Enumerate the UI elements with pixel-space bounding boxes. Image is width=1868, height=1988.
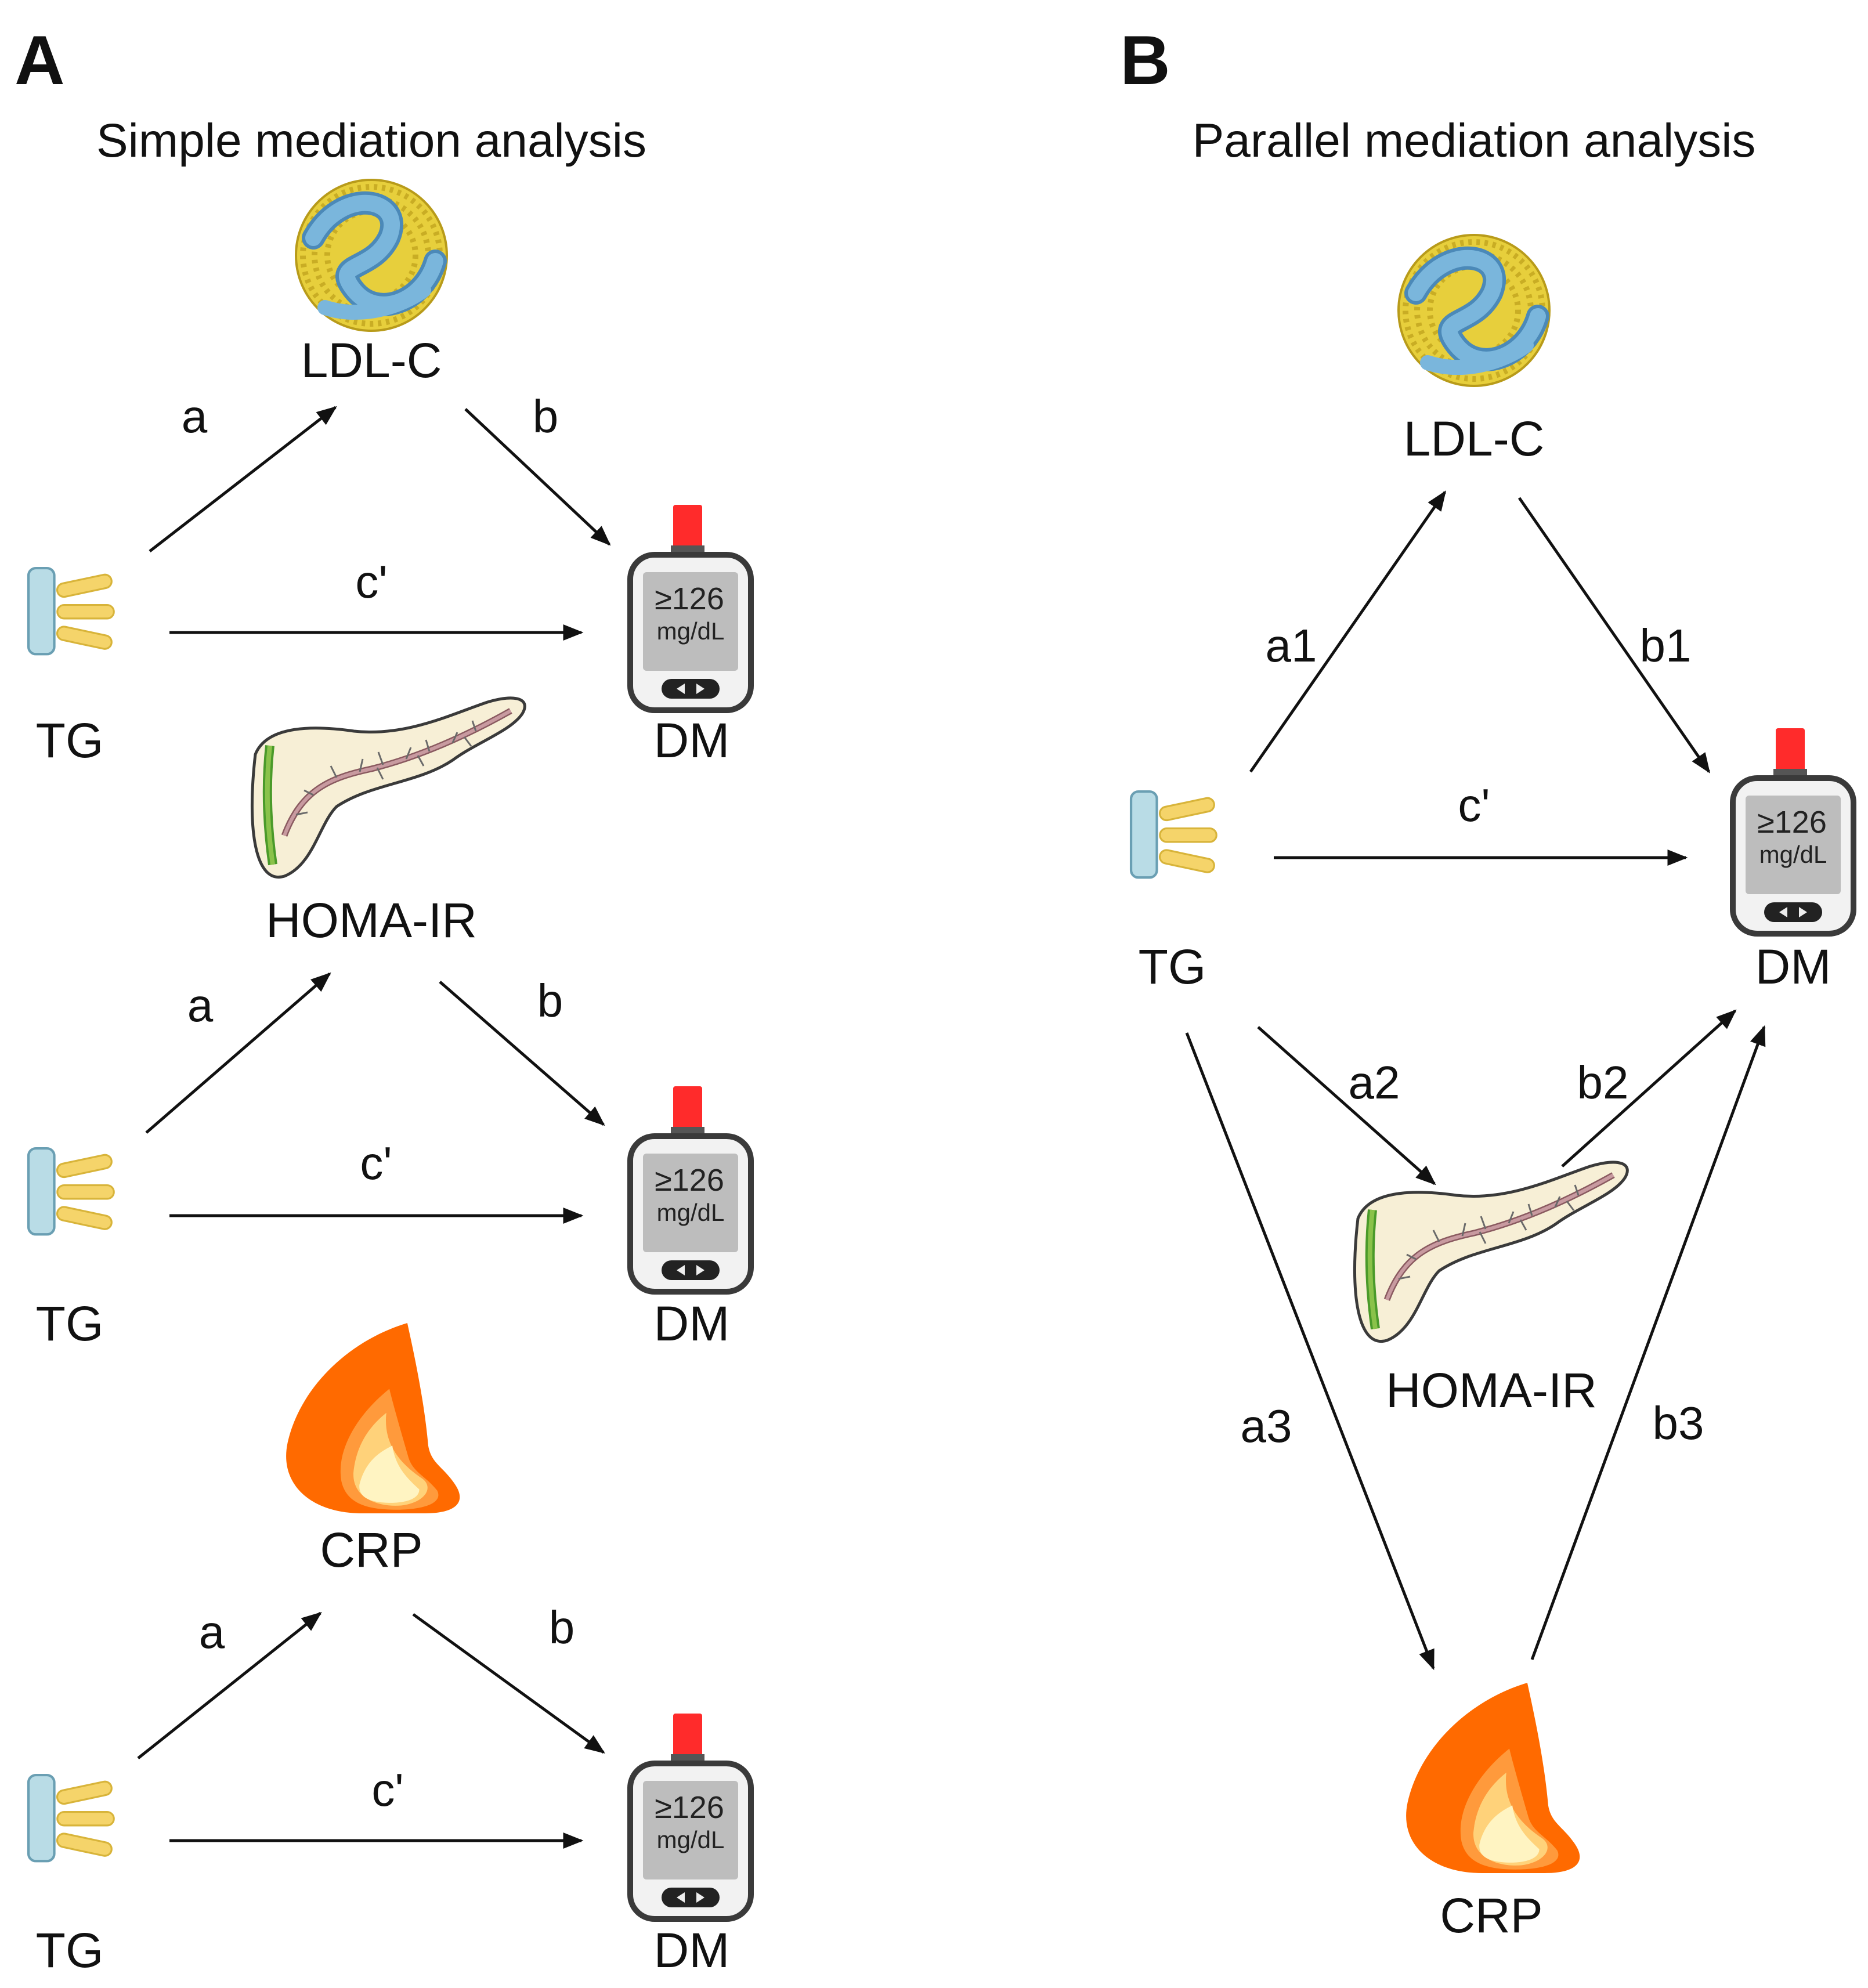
simple-diagram-ldl: LDL-C TG ≥126 mg/dL DM a b c' <box>28 180 751 768</box>
mediator-label-ldl: LDL-C <box>1404 411 1545 466</box>
triglyceride-icon <box>28 1148 114 1234</box>
path-a-label: a <box>187 979 214 1031</box>
panel-a-title: Simple mediation analysis <box>96 114 646 167</box>
meter-unit: mg/dL <box>1759 841 1827 868</box>
path-b1-arrow <box>1517 497 1711 773</box>
path-b2-label: b2 <box>1577 1057 1629 1108</box>
path-b-label: b <box>549 1602 575 1653</box>
mediator-label-crp: CRP <box>1440 1888 1542 1943</box>
panel-b-title: Parallel mediation analysis <box>1193 114 1756 167</box>
mediator-label-homa: HOMA-IR <box>266 893 477 948</box>
triglyceride-icon <box>28 568 114 654</box>
path-c-label: c' <box>1458 779 1490 831</box>
path-b3-label: b3 <box>1653 1397 1704 1449</box>
path-a-arrow <box>149 406 337 552</box>
triglyceride-icon <box>28 1775 114 1861</box>
pancreas-icon <box>252 698 525 877</box>
path-c-label: c' <box>371 1764 403 1816</box>
path-a-label: a <box>182 391 208 442</box>
triglyceride-icon <box>1131 791 1216 877</box>
path-b-label: b <box>537 975 563 1026</box>
path-a1-label: a1 <box>1266 620 1317 671</box>
simple-diagram-crp: CRP TG ≥126 mg/dL DM a b c' <box>28 1323 751 1978</box>
path-b3-arrow <box>1530 1025 1766 1660</box>
path-a3-arrow <box>1185 1032 1435 1671</box>
exposure-label: TG <box>1139 939 1206 994</box>
panel-a-letter: A <box>15 21 65 99</box>
path-a-label: a <box>199 1606 225 1658</box>
exposure-label: TG <box>36 1296 104 1351</box>
path-a1-arrow <box>1249 490 1447 773</box>
meter-reading: ≥126 <box>655 1790 724 1825</box>
path-b-arrow <box>464 408 611 546</box>
lipoprotein-icon <box>1399 235 1549 386</box>
panel-a: A Simple mediation analysis LDL-C TG ≥12… <box>15 21 751 1978</box>
path-c-label: c' <box>355 556 387 608</box>
path-b1-label: b1 <box>1640 620 1692 671</box>
mediator-label-crp: CRP <box>320 1523 422 1577</box>
outcome-label: DM <box>654 1923 730 1978</box>
meter-unit: mg/dL <box>657 617 725 645</box>
outcome-label: DM <box>654 713 730 768</box>
outcome-label: DM <box>1755 939 1831 994</box>
simple-diagram-homa: HOMA-IR TG ≥126 mg/dL DM a b c' <box>28 698 751 1351</box>
exposure-label: TG <box>36 1923 104 1978</box>
path-c-label: c' <box>360 1137 392 1189</box>
lipoprotein-icon <box>296 180 447 331</box>
path-b2-arrow <box>1561 1009 1737 1168</box>
exposure-label: TG <box>36 713 104 768</box>
path-b-arrow <box>412 1613 605 1754</box>
pancreas-icon <box>1354 1162 1627 1342</box>
meter-reading: ≥126 <box>1757 805 1827 840</box>
path-a-arrow <box>145 972 331 1134</box>
meter-unit: mg/dL <box>657 1199 725 1226</box>
meter-reading: ≥126 <box>655 1163 724 1198</box>
panel-b: B Parallel mediation analysis LDL-C TG ≥… <box>1120 21 1853 1943</box>
flame-icon <box>286 1323 460 1513</box>
flame-icon <box>1406 1683 1580 1873</box>
meter-reading: ≥126 <box>655 581 724 616</box>
path-b-label: b <box>533 391 559 442</box>
path-a2-arrow <box>1257 1026 1436 1185</box>
mediator-label-ldl: LDL-C <box>301 333 442 388</box>
path-a2-label: a2 <box>1349 1057 1400 1108</box>
meter-unit: mg/dL <box>657 1826 725 1853</box>
path-b-arrow <box>439 981 605 1126</box>
outcome-label: DM <box>654 1296 730 1351</box>
path-a3-label: a3 <box>1241 1400 1292 1452</box>
mediator-label-homa: HOMA-IR <box>1386 1363 1597 1418</box>
panel-b-letter: B <box>1120 21 1170 99</box>
path-a-arrow <box>137 1611 322 1759</box>
